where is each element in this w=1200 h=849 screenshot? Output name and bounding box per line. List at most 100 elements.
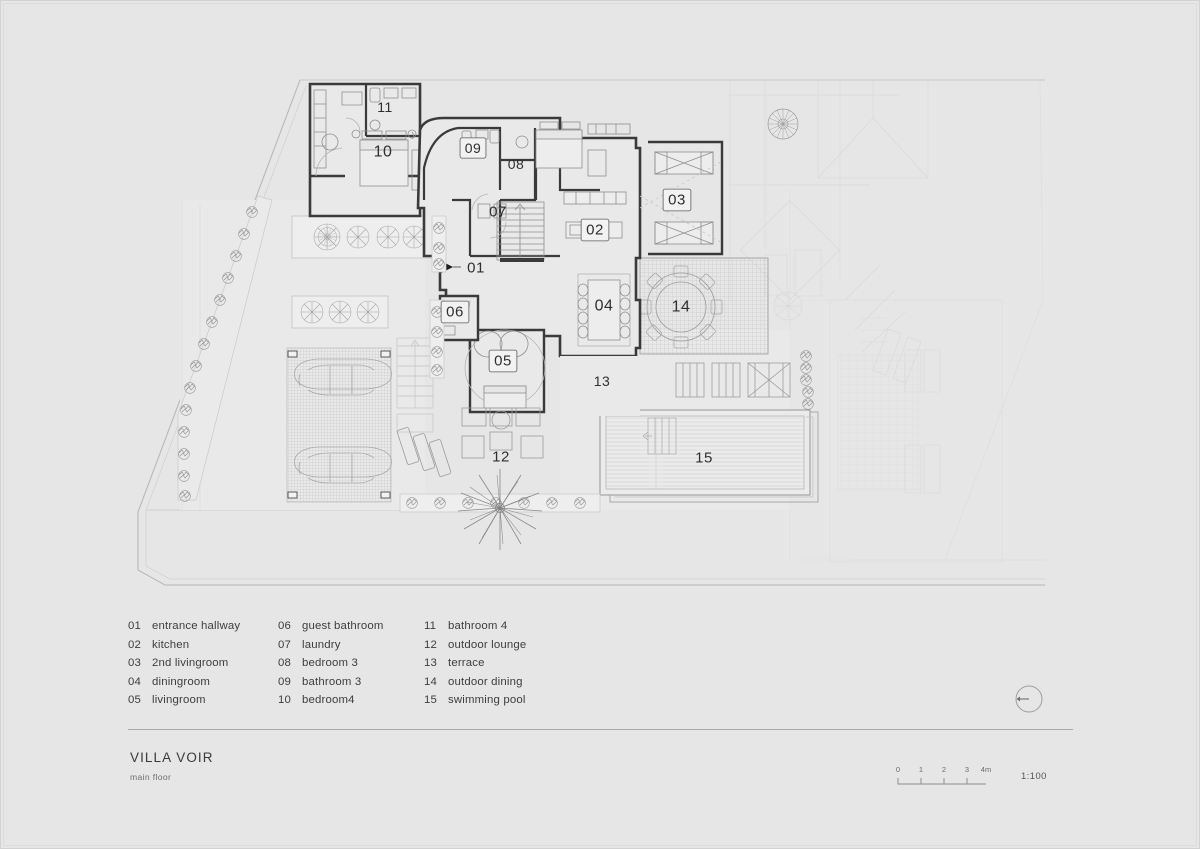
legend-item: 01 entrance hallway xyxy=(128,620,240,639)
scale-ratio: 1:100 xyxy=(1021,770,1047,781)
legend-item: 02 kitchen xyxy=(128,639,240,658)
legend-number: 09 xyxy=(278,675,292,688)
room-label-07: 07 xyxy=(489,204,507,221)
scale-tick-label: 1 xyxy=(919,765,923,774)
room-number: 01 xyxy=(467,260,485,277)
room-label-01: 01 xyxy=(467,260,485,277)
room-number: 15 xyxy=(695,450,713,467)
legend-number: 14 xyxy=(424,675,438,688)
project-title: VILLA VOIR xyxy=(130,750,214,765)
scale-bar: 0 1 2 3 4m xyxy=(896,765,991,785)
room-label-15: 15 xyxy=(695,450,713,467)
legend-label: bathroom 3 xyxy=(302,675,362,688)
room-label-11: 11 xyxy=(377,99,393,115)
room-label-02: 02 xyxy=(580,218,610,242)
room-number: 09 xyxy=(465,140,482,156)
room-number: 14 xyxy=(672,299,691,316)
swimming-pool xyxy=(599,409,819,503)
room-label-box xyxy=(440,300,470,324)
palm-tree xyxy=(457,468,543,551)
legend-number: 05 xyxy=(128,694,142,707)
room-label-10: 10 xyxy=(374,144,393,161)
room-number: 06 xyxy=(446,304,464,321)
scale-tick-label: 2 xyxy=(942,765,946,774)
legend-label: terrace xyxy=(448,657,485,670)
legend-item: 08 bedroom 3 xyxy=(278,657,384,676)
round-dining-table xyxy=(639,265,723,349)
legend-column-3: 11 bathroom 4 12 outdoor lounge 13 terra… xyxy=(424,620,526,713)
room-number: 03 xyxy=(668,192,686,209)
legend-label: guest bathroom xyxy=(302,620,384,632)
legend-label: diningroom xyxy=(152,675,211,688)
room-number: 05 xyxy=(494,353,512,370)
legend-column-2: 06 guest bathroom 07 laundry 08 bedroom … xyxy=(278,620,384,713)
room-number: 10 xyxy=(374,144,393,161)
car-plan xyxy=(294,358,392,396)
legend-label: outdoor dining xyxy=(448,675,523,688)
lounge-furniture xyxy=(396,407,544,477)
room-number-labels: 01 02 03 04 05 06 07 08 09 10 11 12 13 14 15 xyxy=(374,99,713,467)
staircase xyxy=(496,201,545,261)
legend-item: 11 bathroom 4 xyxy=(424,620,526,639)
legend-number: 12 xyxy=(424,638,438,651)
title-divider xyxy=(128,729,1073,730)
legend-label: bathroom 4 xyxy=(448,620,508,632)
legend-number: 08 xyxy=(278,657,292,670)
dining-table xyxy=(577,273,631,347)
legend-item: 04 diningroom xyxy=(128,676,240,695)
room-number: 13 xyxy=(594,373,611,389)
room-label-09: 09 xyxy=(459,137,487,159)
room-number: 07 xyxy=(489,204,507,221)
legend-label: bedroom 3 xyxy=(302,657,358,670)
floor-plan-drawing: 01 02 03 04 05 06 07 08 09 10 11 12 13 14 15 xyxy=(137,79,1045,586)
legend-number: 06 xyxy=(278,620,292,632)
scale-tick-label: 0 xyxy=(896,765,900,774)
scale-tick-label: 4m xyxy=(981,765,991,774)
title-block: VILLA VOIR main floor xyxy=(130,750,214,782)
legend-item: 13 terrace xyxy=(424,657,526,676)
north-arrow-icon xyxy=(1015,685,1043,713)
room-label-06: 06 xyxy=(440,300,470,324)
legend-number: 11 xyxy=(424,620,437,632)
legend-label: swimming pool xyxy=(448,694,526,707)
legend-label: outdoor lounge xyxy=(448,638,527,651)
room-label-14: 14 xyxy=(672,299,691,316)
legend-item: 14 outdoor dining xyxy=(424,676,526,695)
legend-number: 04 xyxy=(128,675,142,688)
legend-number: 13 xyxy=(424,657,438,670)
room-label-12: 12 xyxy=(492,449,510,466)
legend-item: 10 bedroom4 xyxy=(278,694,384,713)
drawing-name: main floor xyxy=(130,772,172,782)
legend-number: 02 xyxy=(128,638,142,651)
legend-number: 03 xyxy=(128,657,142,670)
bedroom-wing xyxy=(308,82,422,218)
room-label-box xyxy=(580,218,610,242)
room-number: 08 xyxy=(508,156,525,172)
legend-column-1: 01 entrance hallway 02 kitchen 03 2nd li… xyxy=(128,620,240,713)
room-label-13: 13 xyxy=(594,373,611,389)
room-label-04: 04 xyxy=(595,298,613,315)
legend-number: 15 xyxy=(424,694,438,707)
legend-label: kitchen xyxy=(152,638,190,651)
room-label-03: 03 xyxy=(662,188,692,212)
legend-label: livingroom xyxy=(152,694,206,707)
legend-item: 03 2nd livingroom xyxy=(128,657,240,676)
room-number: 11 xyxy=(377,99,393,115)
legend-number: 10 xyxy=(278,694,292,707)
legend-label: 2nd livingroom xyxy=(152,657,229,670)
legend-item: 15 swimming pool xyxy=(424,694,526,713)
legend-item: 09 bathroom 3 xyxy=(278,676,384,695)
legend-item: 06 guest bathroom xyxy=(278,620,384,639)
room-label-05: 05 xyxy=(488,349,518,373)
room-label-08: 08 xyxy=(508,156,525,172)
legend-label: laundry xyxy=(302,638,341,651)
legend-label: entrance hallway xyxy=(152,620,241,632)
room-number: 12 xyxy=(492,449,510,466)
legend-item: 05 livingroom xyxy=(128,694,240,713)
room-label-box xyxy=(662,188,692,212)
legend-item: 07 laundry xyxy=(278,639,384,658)
scale-tick-label: 3 xyxy=(965,765,969,774)
legend-label: bedroom4 xyxy=(302,694,355,707)
legend-number: 01 xyxy=(128,620,142,632)
room-label-box xyxy=(488,349,518,373)
